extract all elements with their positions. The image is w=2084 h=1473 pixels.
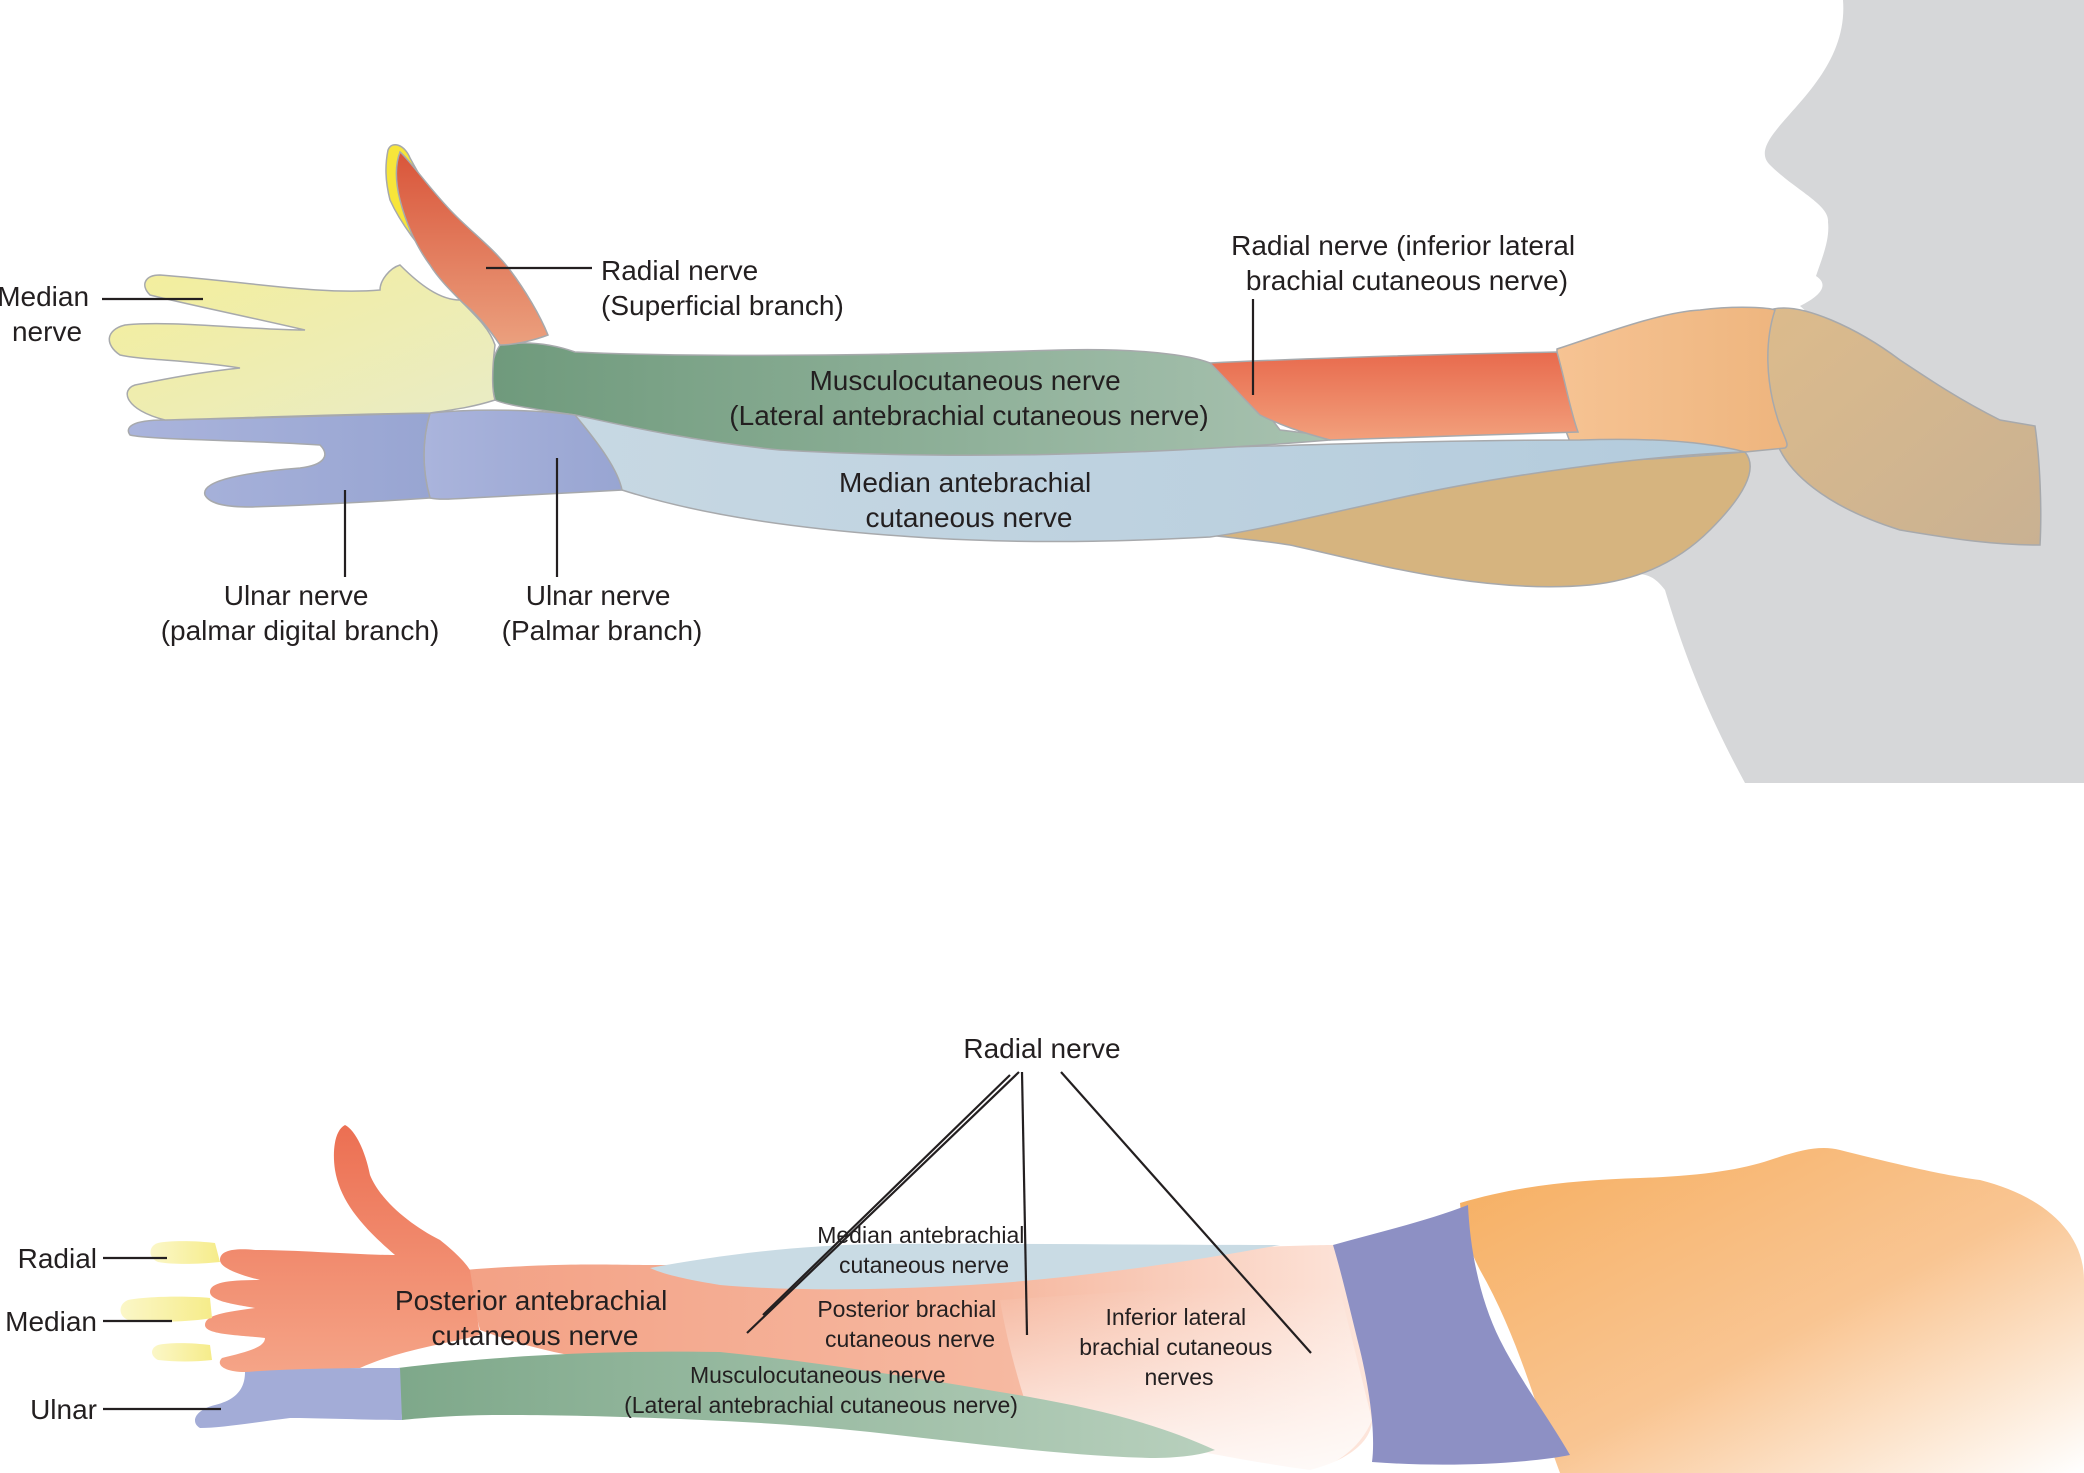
- posterior-median-fingertip: [120, 1296, 212, 1322]
- label-ulnar-palmar-digital-line1: Ulnar nerve: [224, 580, 369, 611]
- radial-inferior-lateral-region: [1208, 351, 1580, 441]
- posterior-radial-fingertip: [150, 1241, 220, 1264]
- label-posterior-radial-nerve: Radial nerve: [963, 1033, 1120, 1064]
- label-posterior-antebrachial: Posterior antebrachial cutaneous nerve: [395, 1285, 675, 1351]
- label-posterior-median-antebrachial-line1: Median antebrachial: [817, 1222, 1024, 1248]
- label-posterior-musculocutaneous-line2: (Lateral antebrachial cutaneous nerve): [624, 1392, 1018, 1418]
- label-musculocutaneous: Musculocutaneous nerve (Lateral antebrac…: [729, 365, 1208, 431]
- label-ulnar-palmar-digital: Ulnar nerve (palmar digital branch): [161, 580, 440, 646]
- label-median-nerve-line2: nerve: [12, 316, 82, 347]
- label-median-finger: Median: [5, 1306, 97, 1337]
- label-posterior-median-antebrachial-line2: cutaneous nerve: [839, 1252, 1009, 1278]
- label-inferior-lateral-brachial-line1: Inferior lateral: [1105, 1304, 1246, 1330]
- label-median-antebrachial: Median antebrachial cutaneous nerve: [839, 467, 1099, 533]
- label-median-nerve: Median nerve: [0, 281, 97, 347]
- label-ulnar-palmar-line1: Ulnar nerve: [526, 580, 671, 611]
- label-posterior-musculocutaneous: Musculocutaneous nerve (Lateral antebrac…: [624, 1362, 1018, 1418]
- label-inferior-lateral-brachial-line3: nerves: [1144, 1364, 1213, 1390]
- label-ulnar-palmar-line2: (Palmar branch): [502, 615, 703, 646]
- label-ulnar-palmar: Ulnar nerve (Palmar branch): [502, 580, 703, 646]
- label-median-antebrachial-line2: cutaneous nerve: [865, 502, 1072, 533]
- label-posterior-brachial-line2: cutaneous nerve: [825, 1326, 995, 1352]
- posterior-ring-fingertip: [152, 1343, 212, 1362]
- shoulder-region: [1764, 307, 2042, 546]
- label-posterior-median-antebrachial: Median antebrachial cutaneous nerve: [817, 1222, 1031, 1278]
- anterior-view: Median nerve Radial nerve (Superficial b…: [0, 0, 2084, 783]
- label-ulnar-finger: Ulnar: [30, 1394, 97, 1425]
- label-radial-superficial-line1: Radial nerve: [601, 255, 758, 286]
- label-inferior-lateral-brachial-line2: brachial cutaneous: [1079, 1334, 1272, 1360]
- posterior-brachial-band: [1333, 1205, 1570, 1465]
- label-radial-inferior-lateral: Radial nerve (inferior lateral brachial …: [1231, 230, 1583, 296]
- posterior-hand-region: [205, 1125, 480, 1372]
- label-posterior-antebrachial-line1: Posterior antebrachial: [395, 1285, 667, 1316]
- ulnar-palm-region: [127, 412, 432, 508]
- label-posterior-brachial: Posterior brachial cutaneous nerve: [817, 1296, 1002, 1352]
- label-radial-inferior-lateral-line1: Radial nerve (inferior lateral: [1231, 230, 1575, 261]
- median-palm-region: [108, 264, 496, 421]
- label-ulnar-palmar-digital-line2: (palmar digital branch): [161, 615, 440, 646]
- label-radial-finger: Radial: [18, 1243, 97, 1274]
- label-median-nerve-line1: Median: [0, 281, 89, 312]
- posterior-view: Radial nerve Radial Median Ulnar Posteri…: [5, 1033, 2084, 1473]
- posterior-musculocutaneous-region: [398, 1351, 1215, 1458]
- label-radial-superficial: Radial nerve (Superficial branch): [601, 255, 844, 321]
- leader-radial-to-posterior-brachial: [1020, 1071, 1029, 1336]
- posterior-ulnar-region: [195, 1368, 402, 1428]
- leader-radial-to-posterior-antebrachial: [746, 1071, 1020, 1334]
- leader-radial-to-median-antebrachial-cross: [762, 1074, 1011, 1316]
- posterior-upper-arm-region: [1460, 1148, 2084, 1473]
- posterior-median-antebrachial-region: [650, 1243, 1280, 1290]
- label-radial-inferior-lateral-line2: brachial cutaneous nerve): [1246, 265, 1568, 296]
- label-radial-superficial-line2: (Superficial branch): [601, 290, 844, 321]
- label-musculocutaneous-line1: Musculocutaneous nerve: [809, 365, 1120, 396]
- label-musculocutaneous-line2: (Lateral antebrachial cutaneous nerve): [729, 400, 1208, 431]
- label-posterior-antebrachial-line2: cutaneous nerve: [431, 1320, 638, 1351]
- leader-radial-to-inferior-lateral: [1060, 1071, 1312, 1354]
- radial-superficial-region: [395, 150, 549, 346]
- label-median-antebrachial-line1: Median antebrachial: [839, 467, 1091, 498]
- label-posterior-musculocutaneous-line1: Musculocutaneous nerve: [690, 1362, 946, 1388]
- upper-arm-lateral-region: [1556, 306, 1788, 463]
- label-inferior-lateral-brachial: Inferior lateral brachial cutaneous nerv…: [1079, 1304, 1278, 1390]
- label-posterior-brachial-line1: Posterior brachial: [817, 1296, 996, 1322]
